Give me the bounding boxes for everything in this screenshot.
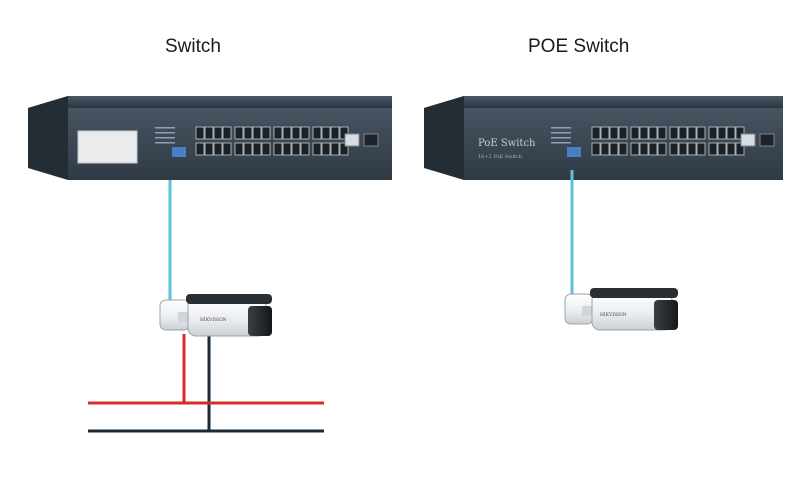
left-ethernet-port [222, 142, 232, 156]
left-ethernet-port [213, 126, 223, 140]
left-ethernet-port [339, 142, 349, 156]
left-ethernet-port [282, 142, 292, 156]
right-camera-arm [582, 306, 596, 316]
right-ethernet-port [657, 142, 667, 156]
right-ethernet-port [609, 126, 619, 140]
right-ethernet-port [669, 142, 679, 156]
right-switch-dip-switch [567, 147, 581, 157]
left-ethernet-port [273, 142, 283, 156]
left-switch-dip-switch [172, 147, 186, 157]
left-ethernet-port [252, 142, 262, 156]
right-ethernet-port [630, 142, 640, 156]
left-switch-label-area [77, 130, 138, 164]
left-ethernet-port [204, 126, 214, 140]
poe-switch-label: PoE Switch [478, 138, 536, 149]
left-ethernet-port [222, 126, 232, 140]
right-ethernet-port [726, 126, 736, 140]
right-camera: HIKVISION [564, 288, 678, 331]
right-sfp-port [759, 133, 775, 147]
right-uplink-port [740, 133, 756, 147]
right-ethernet-port [687, 126, 697, 140]
left-ethernet-port [243, 126, 253, 140]
right-ethernet-port [600, 142, 610, 156]
left-switch [28, 96, 392, 180]
left-ethernet-port [234, 142, 244, 156]
right-switch-side [424, 96, 464, 180]
left-ethernet-port [261, 126, 271, 140]
right-ethernet-port [600, 126, 610, 140]
left-ethernet-port [300, 142, 310, 156]
left-ethernet-port [330, 126, 340, 140]
left-ethernet-port [321, 142, 331, 156]
right-ethernet-port [618, 142, 628, 156]
right-ethernet-port [669, 126, 679, 140]
right-ethernet-port [687, 142, 697, 156]
right-camera-brand: HIKVISION [600, 312, 627, 318]
left-ethernet-port [204, 142, 214, 156]
right-ethernet-port [735, 142, 745, 156]
left-ethernet-port [291, 126, 301, 140]
right-ethernet-port [648, 142, 658, 156]
right-ethernet-port [717, 142, 727, 156]
left-switch-side [28, 96, 68, 180]
right-ethernet-port [591, 126, 601, 140]
right-ethernet-port [696, 126, 706, 140]
right-ethernet-port [735, 126, 745, 140]
right-switch-top [424, 96, 783, 108]
left-switch-led-panel [155, 127, 175, 144]
right-switch-led-panel [551, 127, 571, 144]
right-camera-lens [654, 300, 678, 330]
right-ethernet-port [639, 126, 649, 140]
left-uplink-port [344, 133, 360, 147]
left-ethernet-port [273, 126, 283, 140]
right-ethernet-port [591, 142, 601, 156]
poe-switch-sublabel: 16+2 PoE Switch [478, 154, 523, 160]
left-ethernet-port [234, 126, 244, 140]
left-ethernet-port [312, 126, 322, 140]
left-ethernet-port [261, 142, 271, 156]
right-ethernet-port [696, 142, 706, 156]
left-camera-hood [186, 294, 272, 304]
left-camera-lens [248, 306, 272, 336]
left-camera: HIKVISION [159, 294, 272, 337]
right-ethernet-port [648, 126, 658, 140]
poe-switch-title: POE Switch [528, 36, 630, 57]
left-ethernet-port [195, 126, 205, 140]
left-ethernet-port [243, 142, 253, 156]
left-port-grid [195, 126, 349, 156]
right-ethernet-port [717, 126, 727, 140]
right-ethernet-port [678, 142, 688, 156]
right-ethernet-port [708, 126, 718, 140]
right-ethernet-port [609, 142, 619, 156]
right-ethernet-port [639, 142, 649, 156]
right-port-grid [591, 126, 745, 156]
right-ethernet-port [678, 126, 688, 140]
right-camera-hood [590, 288, 678, 298]
left-ethernet-port [330, 142, 340, 156]
left-sfp-port [363, 133, 379, 147]
left-ethernet-port [282, 126, 292, 140]
right-ethernet-port [657, 126, 667, 140]
left-ethernet-port [213, 142, 223, 156]
right-ethernet-port [726, 142, 736, 156]
left-camera-arm [178, 312, 192, 322]
left-ethernet-port [321, 126, 331, 140]
right-ethernet-port [630, 126, 640, 140]
left-ethernet-port [252, 126, 262, 140]
right-ethernet-port [708, 142, 718, 156]
right-switch: PoE Switch 16+2 PoE Switch [424, 96, 783, 180]
left-camera-brand: HIKVISION [200, 317, 227, 323]
switch-title: Switch [165, 36, 221, 57]
left-ethernet-port [300, 126, 310, 140]
left-ethernet-port [291, 142, 301, 156]
left-ethernet-port [312, 142, 322, 156]
left-ethernet-port [195, 142, 205, 156]
right-ethernet-port [618, 126, 628, 140]
left-ethernet-port [339, 126, 349, 140]
left-switch-top [28, 96, 392, 108]
